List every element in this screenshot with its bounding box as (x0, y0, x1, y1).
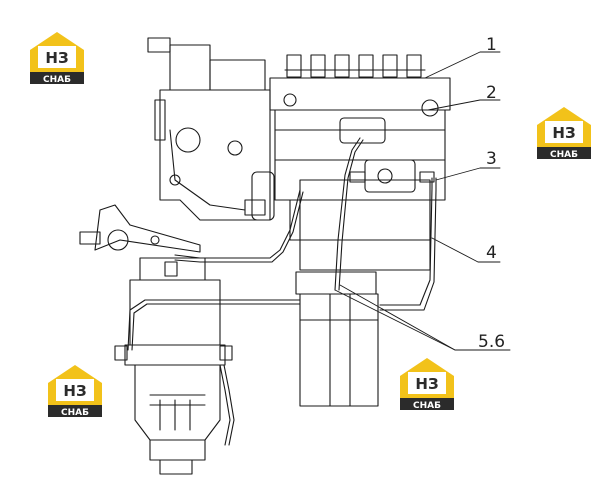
callout-2: 2 (486, 83, 497, 103)
watermark-logo: НЗ СНАБ (400, 358, 454, 411)
injector-nozzles (284, 54, 426, 78)
logo-mark-top: НЗ (552, 124, 575, 142)
governor-housing (147, 37, 275, 221)
logo-mark-bottom: СНАБ (43, 75, 71, 85)
fuel-filter (114, 257, 233, 475)
banjo-fitting (349, 159, 435, 193)
fuel-pipes (127, 137, 437, 446)
watermark-logo: НЗ СНАБ (537, 107, 591, 160)
leader-lines (334, 51, 511, 351)
logo-mark-bottom: СНАБ (61, 408, 89, 418)
logo-mark-bottom: СНАБ (413, 401, 441, 411)
callout-3: 3 (486, 149, 497, 169)
mounting-bracket (79, 204, 201, 253)
logo-mark-top: НЗ (415, 375, 438, 393)
watermark-logo: НЗ СНАБ (48, 365, 102, 418)
callout-4: 4 (486, 243, 497, 263)
callout-5-6: 5.6 (478, 332, 505, 352)
callout-1: 1 (486, 35, 497, 55)
callout-labels: 1 2 3 4 5.6 (478, 35, 505, 352)
logo-mark-bottom: СНАБ (550, 150, 578, 160)
logo-mark-top: НЗ (63, 382, 86, 400)
logo-mark-top: НЗ (45, 49, 68, 67)
watermark-logo: НЗ СНАБ (30, 32, 84, 85)
